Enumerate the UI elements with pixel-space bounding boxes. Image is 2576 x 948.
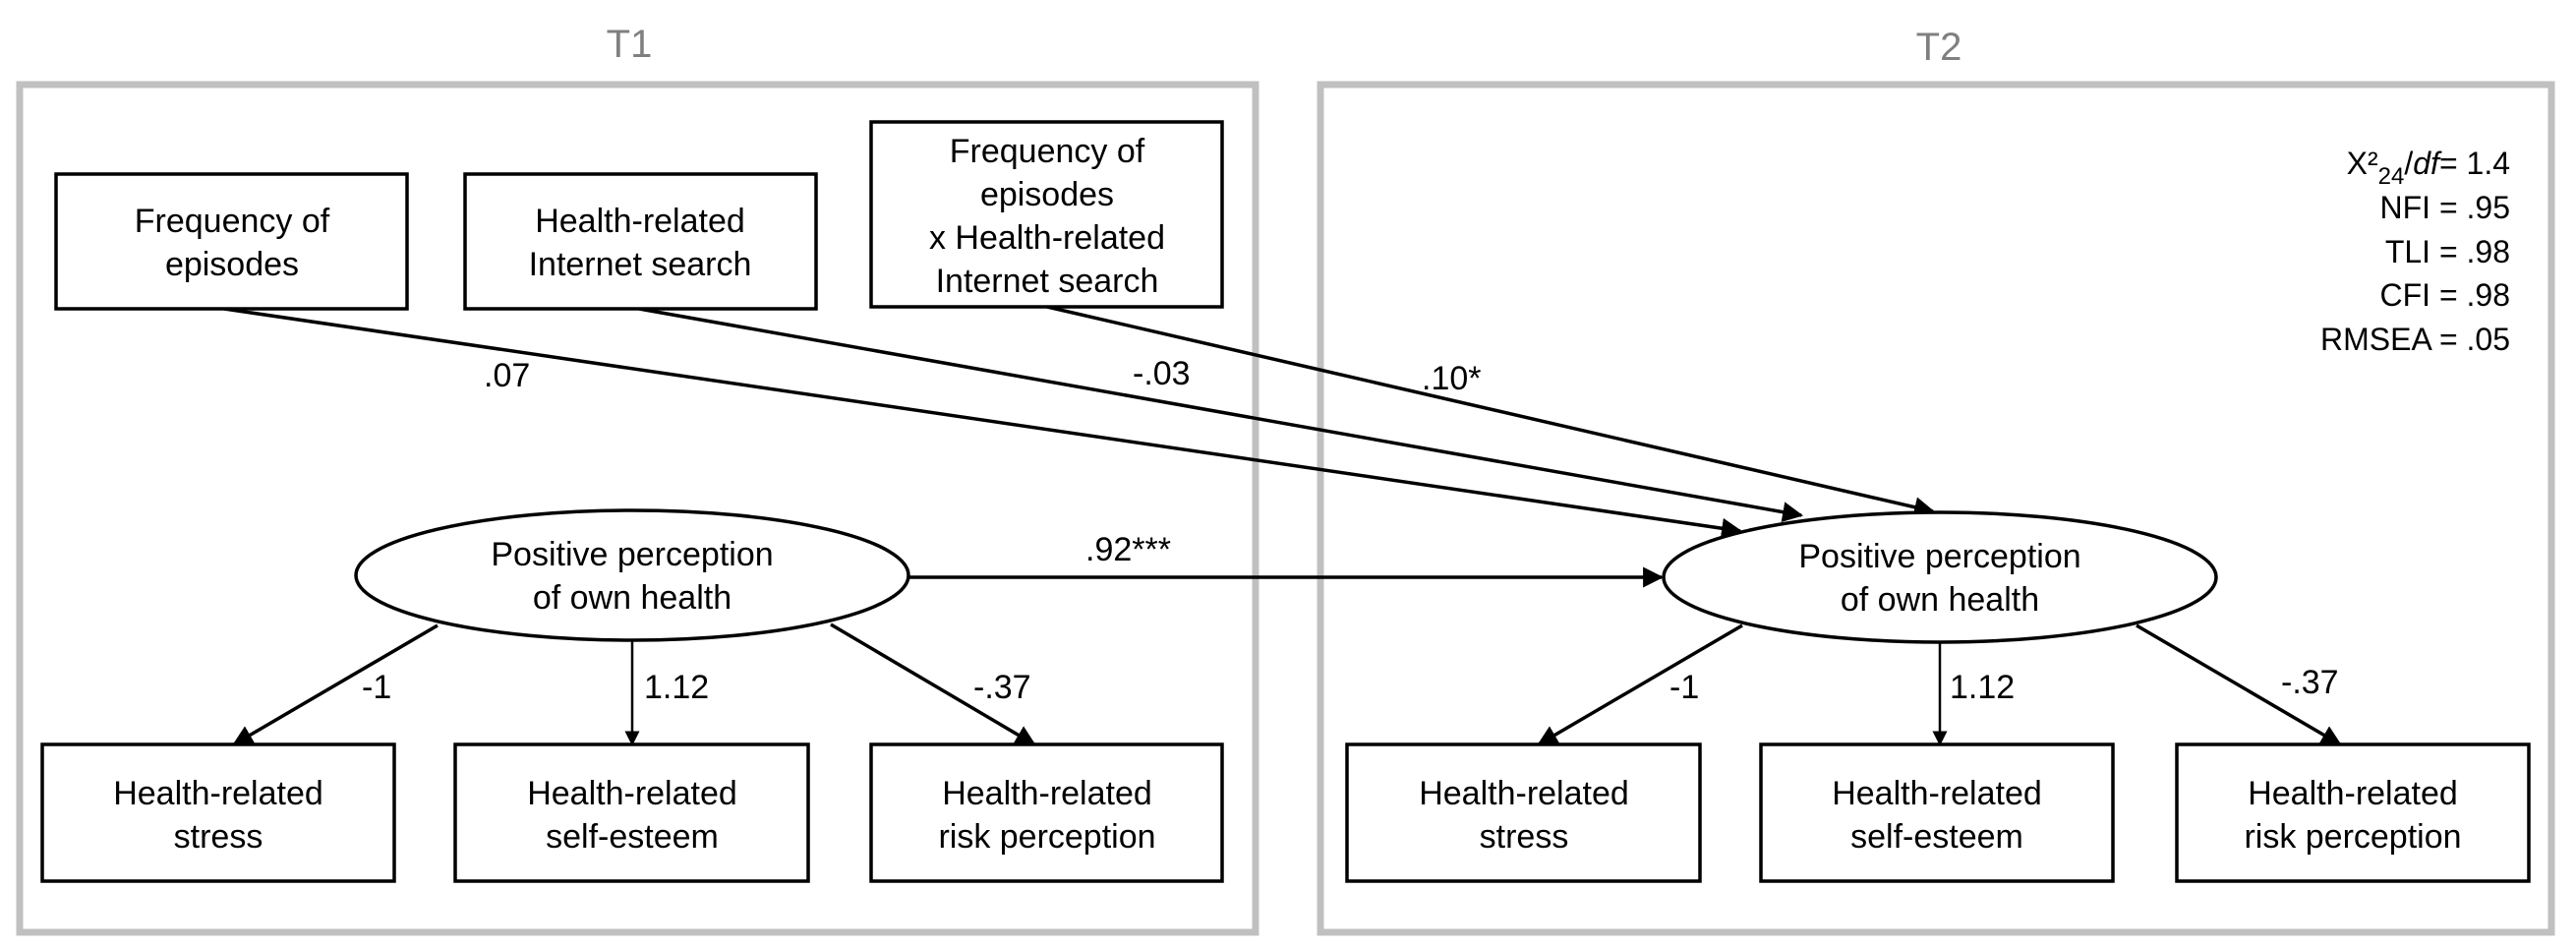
loading-label-t2-esteem: 1.12	[1950, 669, 2015, 706]
svg-text:Frequency of: Frequency of	[950, 133, 1145, 170]
panel-label-t1: T1	[607, 23, 653, 66]
indicator-t1-risk-perception: Health-related risk perception	[869, 742, 1224, 883]
latent-positive-perception-t2: Positive perception of own health	[1662, 510, 2218, 644]
svg-text:Health-related: Health-related	[535, 203, 745, 240]
indicator-t2-self-esteem: Health-related self-esteem	[1759, 742, 2115, 883]
loading-label-t2-risk: -.37	[2281, 664, 2339, 701]
svg-text:episodes: episodes	[980, 176, 1114, 213]
indicator-t2-risk-perception: Health-related risk perception	[2175, 742, 2531, 883]
coef-stability: .92***	[1085, 531, 1171, 568]
predictor-health-related-internet-search: Health-related Internet search	[463, 172, 818, 311]
svg-text:stress: stress	[1480, 818, 1569, 856]
svg-text:risk perception: risk perception	[938, 818, 1155, 856]
svg-text:stress: stress	[174, 818, 263, 856]
svg-text:Frequency of: Frequency of	[135, 203, 330, 240]
fit-nfi: NFI = .95	[2380, 190, 2511, 225]
svg-text:Positive perception: Positive perception	[1798, 538, 2080, 575]
svg-text:risk perception: risk perception	[2244, 818, 2461, 856]
svg-text:Health-related: Health-related	[113, 775, 323, 812]
loading-label-t1-esteem: 1.12	[644, 669, 709, 706]
svg-text:self-esteem: self-esteem	[1850, 818, 2023, 856]
svg-text:Health-related: Health-related	[1832, 775, 2042, 812]
svg-text:Internet search: Internet search	[529, 246, 752, 283]
predictor-interaction: Frequency of episodes x Health-related I…	[869, 120, 1224, 309]
panel-label-t2: T2	[1916, 26, 1962, 69]
fit-indices: X²24/df= 1.4 NFI = .95 TLI = .98 CFI = .…	[2320, 146, 2510, 357]
path-interaction-to-latent-t2	[1046, 305, 1936, 517]
path-search-to-latent-t2	[638, 307, 1804, 523]
svg-text:Positive perception: Positive perception	[491, 536, 773, 573]
loading-label-t1-risk: -.37	[973, 669, 1031, 706]
loading-t2-stress	[1537, 623, 1743, 746]
coef-freq: .07	[484, 357, 530, 394]
loading-t1-stress	[232, 623, 439, 746]
loading-label-t1-stress: -1	[362, 669, 391, 706]
svg-text:of own health: of own health	[533, 579, 732, 617]
indicator-t1-stress: Health-related stress	[40, 742, 396, 883]
panel-t1	[16, 81, 1259, 936]
loading-t2-risk	[2136, 623, 2342, 746]
svg-text:self-esteem: self-esteem	[546, 818, 719, 856]
svg-text:Health-related: Health-related	[2248, 775, 2458, 812]
svg-text:of own health: of own health	[1841, 581, 2039, 619]
fit-chi-square: X²24/df= 1.4	[2347, 146, 2510, 190]
indicator-t2-stress: Health-related stress	[1345, 742, 1702, 883]
svg-text:Health-related: Health-related	[942, 775, 1152, 812]
fit-tli: TLI = .98	[2385, 234, 2510, 269]
svg-text:Internet search: Internet search	[936, 263, 1159, 300]
panel-t2	[1317, 81, 2555, 936]
predictor-frequency-of-episodes: Frequency of episodes	[54, 172, 409, 311]
indicator-t1-self-esteem: Health-related self-esteem	[453, 742, 810, 883]
fit-rmsea: RMSEA = .05	[2320, 322, 2510, 357]
svg-text:Health-related: Health-related	[527, 775, 737, 812]
coef-interaction: .10*	[1422, 360, 1482, 397]
loading-t1-risk	[830, 622, 1036, 746]
svg-text:episodes: episodes	[165, 246, 299, 283]
fit-cfi: CFI = .98	[2380, 277, 2511, 313]
latent-positive-perception-t1: Positive perception of own health	[354, 508, 910, 642]
svg-text:Health-related: Health-related	[1419, 775, 1629, 812]
svg-text:x Health-related: x Health-related	[929, 219, 1165, 257]
coef-search: -.03	[1133, 355, 1191, 392]
path-freq-to-latent-t2	[223, 307, 1743, 539]
loading-label-t2-stress: -1	[1669, 669, 1699, 706]
